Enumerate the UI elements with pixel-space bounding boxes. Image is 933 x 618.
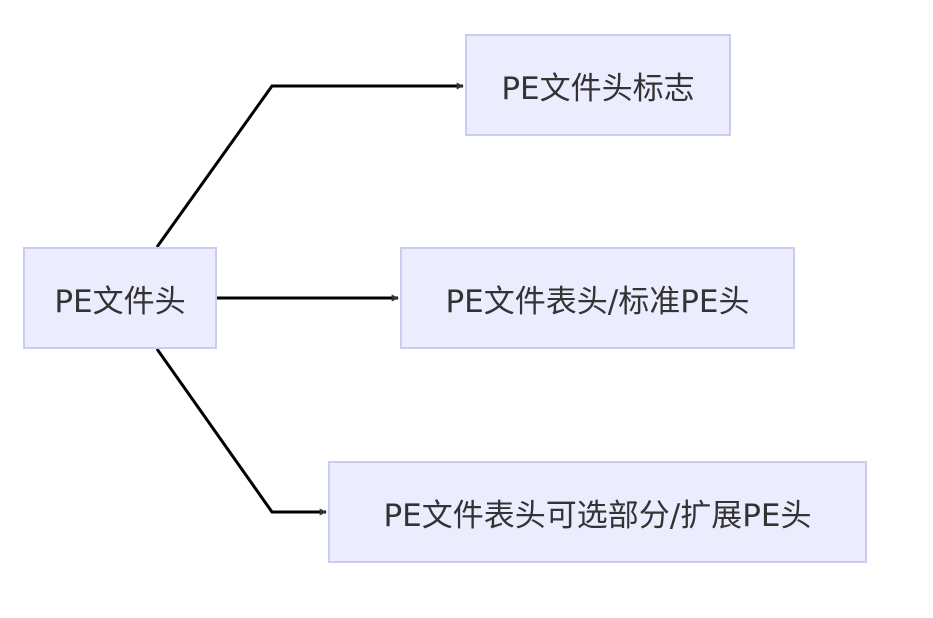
edge-to-optional-header [155, 348, 327, 516]
node-pe-signature-label: PE文件头标志 [501, 70, 695, 107]
edge-to-signature [155, 82, 464, 248]
node-pe-signature: PE文件头标志 [465, 34, 731, 136]
node-pe-header-label: PE文件头 [54, 283, 186, 320]
node-optional-pe-header-label: PE文件表头可选部分/扩展PE头 [383, 497, 812, 534]
node-standard-pe-header-label: PE文件表头/标准PE头 [445, 283, 750, 320]
node-standard-pe-header: PE文件表头/标准PE头 [400, 247, 795, 349]
node-optional-pe-header: PE文件表头可选部分/扩展PE头 [328, 461, 867, 563]
node-pe-header: PE文件头 [23, 247, 217, 349]
